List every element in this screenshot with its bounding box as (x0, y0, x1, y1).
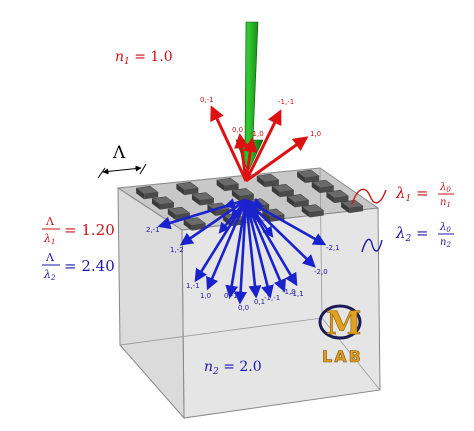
transmitted-order-label: 2,-1 (146, 226, 160, 234)
wavelength-1-num: λ0 (439, 182, 451, 194)
reflected-order-label: -1,-1 (278, 98, 294, 106)
grating-post (151, 196, 175, 210)
reflected-order-label: 1,0 (310, 130, 321, 138)
grating-post (191, 192, 215, 206)
ratio-1: Λ λ1 = 1.20 (42, 215, 115, 246)
transmitted-arrow (234, 199, 248, 305)
lab-logo: M LAB (318, 304, 363, 366)
reflected-arrow (244, 109, 282, 182)
wavelength-1: λ1 = λ0 n1 (351, 182, 454, 209)
wavelength-2-lhs: λ2 = (395, 224, 429, 244)
transmitted-order-label: -1,-1 (264, 294, 280, 302)
ratio-1-value: = 1.20 (64, 221, 115, 239)
transmitted-order-label: 1,-1 (186, 282, 200, 290)
transmitted-order-label: 1,-2 (170, 246, 184, 254)
transmitted-arrow (223, 198, 247, 209)
region1-index-label: n1 = 1.0 (115, 49, 173, 67)
transmitted-order-label: 0,-1 (224, 292, 238, 300)
transmitted-orders: 2,-1 1,-2 1,-11,0 0,-10,0 0,1-1,-1-1,0-1,1 -2… (146, 197, 340, 312)
transmitted-arrow (245, 197, 265, 209)
ratio-2-value: = 2.40 (64, 257, 115, 275)
ratio-2-den: λ2 (43, 268, 56, 282)
ratio-1-den: λ1 (43, 232, 55, 246)
grating-post (135, 185, 159, 200)
ratio-2: Λ λ2 = 2.40 (42, 251, 115, 282)
reflected-order-label: 0,-1 (200, 96, 214, 104)
transmitted-arrow (225, 199, 248, 299)
grating-post (175, 181, 200, 196)
wave-blue-icon (361, 238, 383, 253)
transmitted-arrow (244, 199, 262, 299)
transmitted-arrow (245, 199, 274, 238)
grating-posts (135, 169, 364, 231)
transmitted-order-label: 0,0 (238, 304, 249, 312)
wavelength-2-den: n2 (440, 237, 451, 249)
logo-text: LAB (322, 347, 363, 366)
transmitted-order-label: 1,0 (200, 292, 211, 300)
ratio-2-num: Λ (45, 251, 55, 264)
transmitted-order-label: -1,0 (282, 288, 296, 296)
grating-post (286, 194, 310, 208)
grating-post (256, 173, 280, 188)
grating-post (231, 188, 255, 202)
transmitted-arrow (218, 199, 247, 234)
ratio-1-num: Λ (45, 215, 55, 228)
wavelength-1-den: n1 (440, 197, 451, 209)
wavelength-2-num: λ0 (439, 222, 451, 234)
reflected-order-label: 0,0 (232, 126, 243, 134)
reflected-arrow (242, 137, 258, 182)
transmitted-order-label: -2,0 (314, 268, 328, 276)
wavelength-2: λ2 = λ0 n2 (361, 222, 454, 253)
wavelength-1-lhs: λ1 = (395, 184, 429, 204)
grating-post (271, 183, 295, 198)
grating-post (340, 199, 364, 214)
grating-post (215, 177, 240, 192)
logo-letter: M (326, 304, 361, 342)
period-label: Λ (112, 143, 126, 163)
reflected-orders: 0,-1 -1,-1 0,0 -1,0 1,0 (200, 96, 321, 183)
period-dimension: Λ (97, 143, 147, 179)
wave-red-icon (351, 188, 387, 205)
reflected-arrow (234, 133, 250, 182)
reflected-arrow (210, 105, 248, 182)
transmitted-order-label: 0,1 (254, 298, 265, 306)
reflected-order-label: -1,0 (250, 130, 264, 138)
grating-post (301, 204, 325, 218)
box-left-face (117, 187, 185, 420)
transmitted-order-label: -2,1 (326, 244, 340, 252)
reflected-arrow (245, 136, 309, 183)
transmitted-order-label: -1,1 (290, 290, 304, 298)
region2-index-label: n2 = 2.0 (204, 359, 262, 377)
